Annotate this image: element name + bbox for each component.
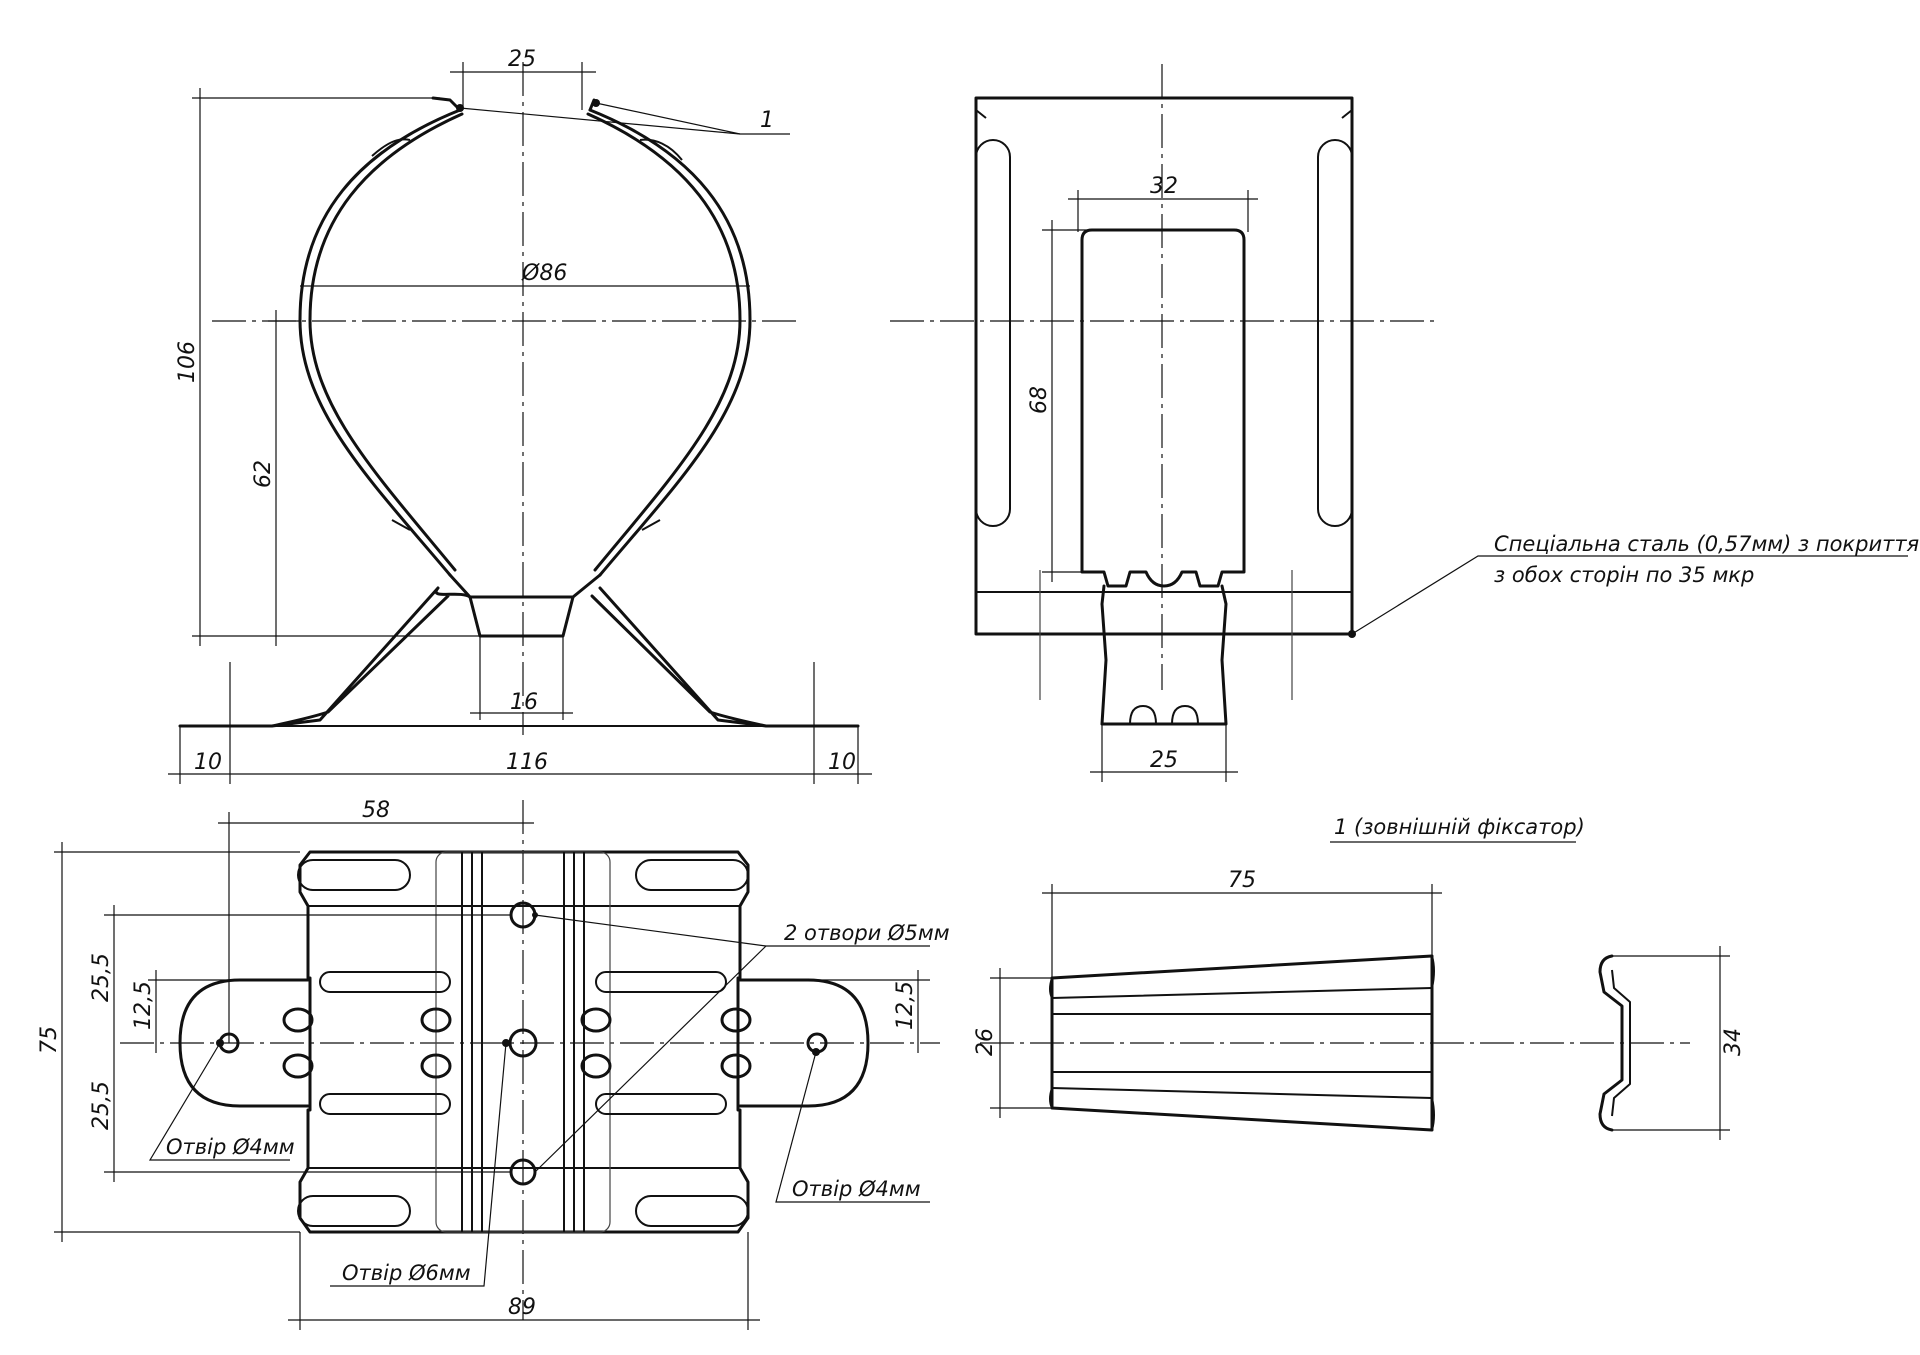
top-slot-2 (635, 859, 749, 891)
dim-10-right-label: 10 (828, 750, 856, 775)
clamp-ring-left (298, 108, 462, 577)
dim-116-label: 116 (506, 750, 548, 775)
callout-leader-1 (459, 107, 790, 135)
inner-slot-4 (595, 1093, 727, 1115)
top-center-recess (435, 851, 611, 1233)
fixer-right-ends (1431, 955, 1435, 1131)
emboss-8 (720, 1053, 752, 1079)
material-note-line1: Спеціальна сталь (0,57мм) з покриттям (1494, 532, 1920, 556)
top-view: 58 75 25,5 25,5 12,5 12,5 89 2 отвори Ø5… (37, 798, 950, 1330)
fixer-end-profile (1598, 954, 1624, 1132)
right-leg (590, 586, 860, 728)
right-tab (738, 978, 870, 1108)
left-hook (431, 96, 462, 112)
fixer-left-ends (1049, 977, 1053, 1109)
fixer-dim-26-label: 26 (973, 1028, 998, 1056)
dim-25-5-lower-label: 25,5 (89, 1081, 114, 1130)
inner-slot-1 (319, 971, 451, 993)
side-view: 32 68 25 Спеціальна сталь (0,57мм) з пок… (890, 64, 1920, 782)
leader-hole-left (148, 1042, 290, 1161)
note-hole-left: Отвір Ø4мм (166, 1135, 295, 1159)
emboss-5 (580, 1007, 612, 1033)
dim-106-label: 106 (175, 341, 200, 383)
clamp-ring-left-inner (308, 112, 464, 572)
top-main-plate (298, 850, 750, 1234)
dim-25-bottom-label: 25 (1150, 748, 1178, 773)
dim-68-label: 68 (1027, 386, 1052, 414)
dim-25-5-upper-label: 25,5 (89, 953, 114, 1002)
inner-slot-3 (319, 1093, 451, 1115)
emboss-3 (420, 1007, 452, 1033)
dim-58-label: 58 (362, 798, 390, 823)
side-tongue (1100, 584, 1228, 726)
foot-center (448, 573, 602, 638)
emboss-7 (720, 1007, 752, 1033)
note-center-hole: Отвір Ø6мм (342, 1261, 471, 1285)
fixer-end-profile-inner (1611, 969, 1631, 1117)
material-note-line2: з обох сторін по 35 мкр (1494, 563, 1754, 587)
emboss-1 (282, 1007, 314, 1033)
front-view: 25 1 Ø86 106 62 16 10 116 10 (168, 47, 872, 784)
emboss-2 (282, 1053, 314, 1079)
note-two-holes: 2 отвори Ø5мм (784, 921, 950, 945)
callout-1-label: 1 (760, 108, 774, 133)
top-slot-1 (297, 859, 411, 891)
fixer-detail: 1 (зовнішній фіксатор) 75 26 34 (973, 815, 1746, 1140)
dim-62-label: 62 (251, 460, 276, 488)
fixer-dim-75-label: 75 (1228, 868, 1256, 893)
side-slot-left (975, 139, 1011, 527)
leader-hole-center (330, 1042, 507, 1287)
inner-slot-2 (595, 971, 727, 993)
left-leg (178, 586, 472, 728)
right-bead (639, 138, 683, 161)
side-plate-top-bends (975, 98, 1353, 119)
dim-32-label: 32 (1150, 174, 1178, 199)
dim-89-label: 89 (508, 1295, 536, 1320)
dim-12-5-left-label: 12,5 (131, 981, 156, 1030)
note-hole-right: Отвір Ø4мм (792, 1177, 921, 1201)
dim-10-left-label: 10 (194, 750, 222, 775)
emboss-4 (420, 1053, 452, 1079)
top-slot-4 (635, 1195, 749, 1227)
side-beads (391, 519, 661, 531)
side-slot-right (1317, 139, 1353, 527)
side-tongue-notches (1129, 705, 1199, 725)
dim-diameter-label: Ø86 (521, 261, 567, 286)
dim-75-label: 75 (37, 1026, 62, 1054)
fixer-dim-34-label: 34 (1721, 1028, 1746, 1056)
dim-25-top-label: 25 (508, 47, 536, 72)
top-slot-3 (297, 1195, 411, 1227)
material-leader (1351, 555, 1908, 635)
dim-12-5-right-label: 12,5 (893, 981, 918, 1030)
fixer-ribs (1051, 987, 1433, 1099)
left-bead (371, 138, 411, 157)
leader-two-holes-b (534, 945, 767, 1173)
left-tab (178, 978, 310, 1108)
callout-leader-2 (595, 102, 741, 135)
emboss-6 (580, 1053, 612, 1079)
leader-hole-right (775, 1051, 930, 1203)
dim-16-label: 16 (510, 690, 538, 715)
side-window (1080, 228, 1246, 588)
clamp-ring-right (588, 108, 752, 577)
fixer-title: 1 (зовнішній фіксатор) (1334, 815, 1585, 839)
clamp-ring-right-inner (586, 112, 742, 572)
